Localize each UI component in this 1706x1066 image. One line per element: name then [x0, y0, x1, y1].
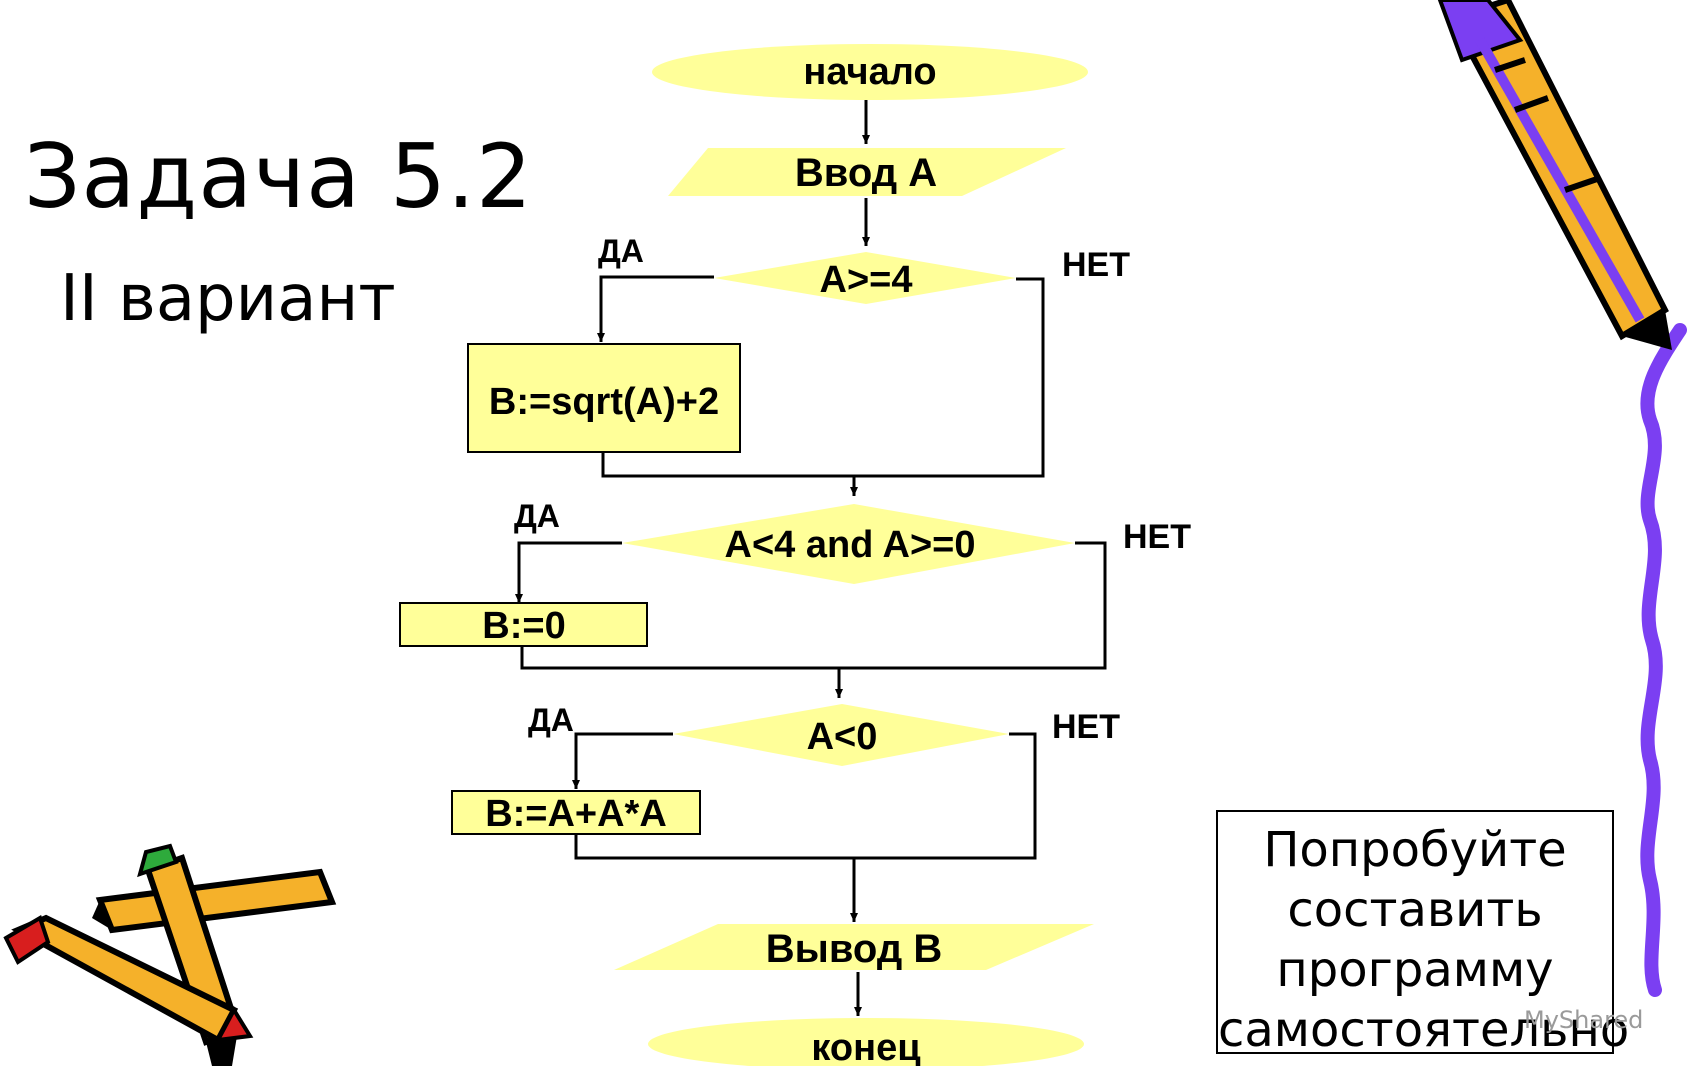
yes-label-2: ДА: [514, 498, 560, 534]
decision2-label: A<4 and A>=0: [725, 524, 976, 566]
start-terminal: [652, 44, 1088, 100]
purple-ribbon-decoration: [1640, 323, 1687, 997]
process3-label: B:=A+A*A: [485, 793, 667, 835]
process-b-zero: [399, 602, 648, 647]
output-label: Вывод B: [766, 927, 942, 971]
process2-label: B:=0: [482, 605, 565, 647]
variant-label: II вариант: [60, 262, 396, 336]
process1-label: B:=sqrt(A)+2: [489, 381, 719, 423]
input-label: Ввод A: [795, 151, 937, 195]
flow-connectors: [515, 98, 1107, 1016]
pencils-icon: [3, 843, 337, 1066]
input-block: [668, 148, 1066, 196]
pencil-icon: [1437, 0, 1672, 350]
no-label-1: НЕТ: [1062, 246, 1130, 284]
watermark-text: MyShared: [1524, 1006, 1644, 1034]
decision1-label: A>=4: [820, 259, 913, 301]
decision-a-negative: [673, 704, 1009, 766]
decision-a-between: [622, 504, 1075, 584]
end-terminal: [648, 1018, 1084, 1066]
decision3-label: A<0: [807, 716, 878, 758]
note-box: Попробуйте составить программу самостоят…: [1216, 810, 1629, 1058]
yes-label-3: ДА: [528, 702, 574, 738]
note-text: Попробуйте составить программу самостоят…: [1218, 822, 1630, 1058]
yes-label-1: ДА: [598, 233, 644, 269]
decision-a-ge-4: [714, 252, 1016, 304]
process-sqrt: [467, 343, 741, 453]
process-square: [451, 790, 701, 835]
end-label: конец: [811, 1027, 921, 1066]
no-label-2: НЕТ: [1123, 518, 1191, 556]
no-label-3: НЕТ: [1052, 708, 1120, 746]
output-block: [614, 924, 1094, 970]
start-label: начало: [803, 51, 936, 93]
page-title: Задача 5.2: [24, 125, 533, 228]
